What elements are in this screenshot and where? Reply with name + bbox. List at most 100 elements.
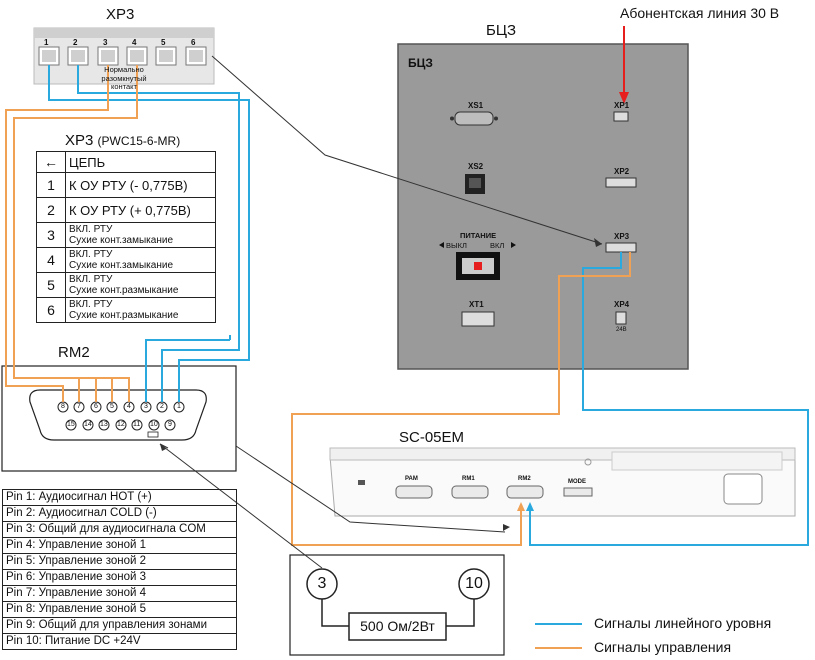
circuit-row-desc: К ОУ РТУ (- 0,775В): [65, 172, 216, 198]
bcz-off-label: ВЫКЛ: [446, 241, 467, 250]
resistor-box: [289, 554, 505, 656]
rm2-pin-7: 7: [77, 403, 81, 410]
rm2-pin-14: 14: [84, 421, 92, 428]
circuit-table-header: ← ЦЕПЬ: [36, 151, 216, 173]
rm2-pin-15: 15: [67, 421, 75, 428]
circuit-row-num: 1: [36, 172, 66, 198]
rm2-pin-9: 9: [168, 421, 172, 428]
circuit-row-line2: Сухие конт.размыкание: [69, 285, 179, 296]
sc05em-title: SC-05EM: [399, 429, 465, 446]
line-level-wires: [48, 65, 809, 546]
pin-entry: Pin 1: Аудиосигнал HOT (+): [2, 489, 237, 506]
pin-entry: Pin 5: Управление зоной 2: [2, 553, 237, 570]
xp3-pin-1: 1: [44, 38, 49, 47]
table-row: Pin 9: Общий для управления зонами: [2, 617, 237, 634]
circuit-row-line1: ВКЛ. РТУ: [69, 274, 113, 285]
xp3-note: Нормально разомкнутый контакт: [96, 65, 152, 92]
pin-entry: Pin 4: Управление зоной 1: [2, 537, 237, 554]
bcz-xp3-label: XP3: [614, 232, 630, 241]
circuit-row-num: 3: [36, 222, 66, 248]
rm2-pin-5: 5: [110, 403, 114, 410]
sc05em-rm2-label: RM2: [518, 476, 531, 482]
bcz-xs1-label: XS1: [468, 101, 484, 110]
xp3-title: XP3: [106, 6, 135, 23]
resistor-label: 500 Ом/2Вт: [360, 618, 435, 634]
table-row: Pin 3: Общий для аудиосигнала COM: [2, 521, 237, 538]
circuit-row-num: 5: [36, 272, 66, 298]
circuit-header-arrow: ←: [36, 151, 66, 173]
rm2-pin-11: 11: [133, 421, 141, 428]
rm2-pin-12: 12: [117, 421, 125, 428]
blue-arrow: [526, 502, 534, 511]
resistor-right-pin: 10: [465, 575, 483, 592]
bcz-on-label: ВКЛ: [490, 241, 505, 250]
sc05em-mode-label: MODE: [568, 479, 586, 485]
circuit-row-desc: К ОУ РТУ (+ 0,775В): [65, 197, 216, 223]
circuit-row-num: 6: [36, 297, 66, 323]
rm2-pin-2: 2: [160, 403, 164, 410]
bcz-power-label: ПИТАНИЕ: [460, 231, 497, 240]
xp3-note-line3: контакт: [110, 82, 137, 91]
table-row: Pin 8: Управление зоной 5: [2, 601, 237, 618]
bcz-xs2-label: XS2: [468, 162, 484, 171]
legend-control-label: Сигналы управления: [594, 639, 732, 655]
rm2-frame: [1, 365, 237, 472]
circuit-row-line2: Сухие конт.размыкание: [69, 310, 179, 321]
circuit-table: ← ЦЕПЬ 1 К ОУ РТУ (- 0,775В) 2 К ОУ РТУ …: [36, 151, 216, 323]
table-row: Pin 7: Управление зоной 4: [2, 585, 237, 602]
bcz-xp4-sub: 24В: [616, 327, 627, 333]
xp3-pin-5: 5: [161, 38, 166, 47]
circuit-row-line1: ВКЛ. РТУ: [69, 249, 113, 260]
pin-entry: Pin 9: Общий для управления зонами: [2, 617, 237, 634]
xp3-terminal-block: [33, 27, 215, 85]
table-row: Pin 6: Управление зоной 3: [2, 569, 237, 586]
bcz-xp1-label: XP1: [614, 101, 630, 110]
circuit-row-line1: ВКЛ. РТУ: [69, 299, 113, 310]
rm2-pin-10: 10: [150, 421, 158, 428]
legend-line-level-label: Сигналы линейного уровня: [594, 615, 772, 631]
rm2-pin-4: 4: [127, 403, 131, 410]
circuit-header-label: ЦЕПЬ: [65, 151, 216, 173]
table-row: Pin 10: Питание DC +24V: [2, 633, 237, 650]
table-row: Pin 1: Аудиосигнал HOT (+): [2, 489, 237, 506]
circuit-table-title-main: XP3: [65, 132, 94, 149]
bcz-xt1-label: XT1: [469, 300, 484, 309]
xp3-note-line2: разомкнутый: [101, 73, 147, 83]
pin-entry: Pin 7: Управление зоной 4: [2, 585, 237, 602]
sc05em-pam-label: PAM: [405, 476, 418, 482]
circuit-row-num: 2: [36, 197, 66, 223]
circuit-row-num: 4: [36, 247, 66, 273]
rm2-pin-6: 6: [94, 403, 98, 410]
control-wires: [5, 65, 631, 546]
leader-lines: [159, 55, 603, 569]
sc05em-rm1-label: RM1: [462, 476, 475, 482]
bcz-panel: [397, 43, 689, 370]
table-row: Pin 5: Управление зоной 2: [2, 553, 237, 570]
xp3-pin-3: 3: [103, 38, 108, 47]
table-row: Pin 4: Управление зоной 1: [2, 537, 237, 554]
rm2-title: RM2: [58, 344, 90, 361]
subscriber-line-label: Абонентская линия 30 В: [620, 5, 780, 21]
circuit-row-line2: Сухие конт.замыкание: [69, 235, 174, 246]
table-row: 1 К ОУ РТУ (- 0,775В): [36, 172, 216, 198]
rm2-pin-13: 13: [100, 421, 108, 428]
pin-table: Pin 1: Аудиосигнал HOT (+) Pin 2: Аудиос…: [2, 489, 237, 650]
orange-arrow: [517, 502, 525, 511]
bcz-xp2-label: XP2: [614, 167, 630, 176]
circuit-table-title-suffix: (PWC15-6-MR): [97, 134, 181, 148]
xp3-pin-2: 2: [73, 38, 78, 47]
pin-entry: Pin 10: Питание DC +24V: [2, 633, 237, 650]
bcz-title: БЦЗ: [486, 22, 516, 39]
xp3-pin-4: 4: [132, 38, 137, 47]
table-row: 2 К ОУ РТУ (+ 0,775В): [36, 197, 216, 223]
pin-entry: Pin 2: Аудиосигнал COLD (-): [2, 505, 237, 522]
circuit-row-line1: ВКЛ. РТУ: [69, 224, 113, 235]
